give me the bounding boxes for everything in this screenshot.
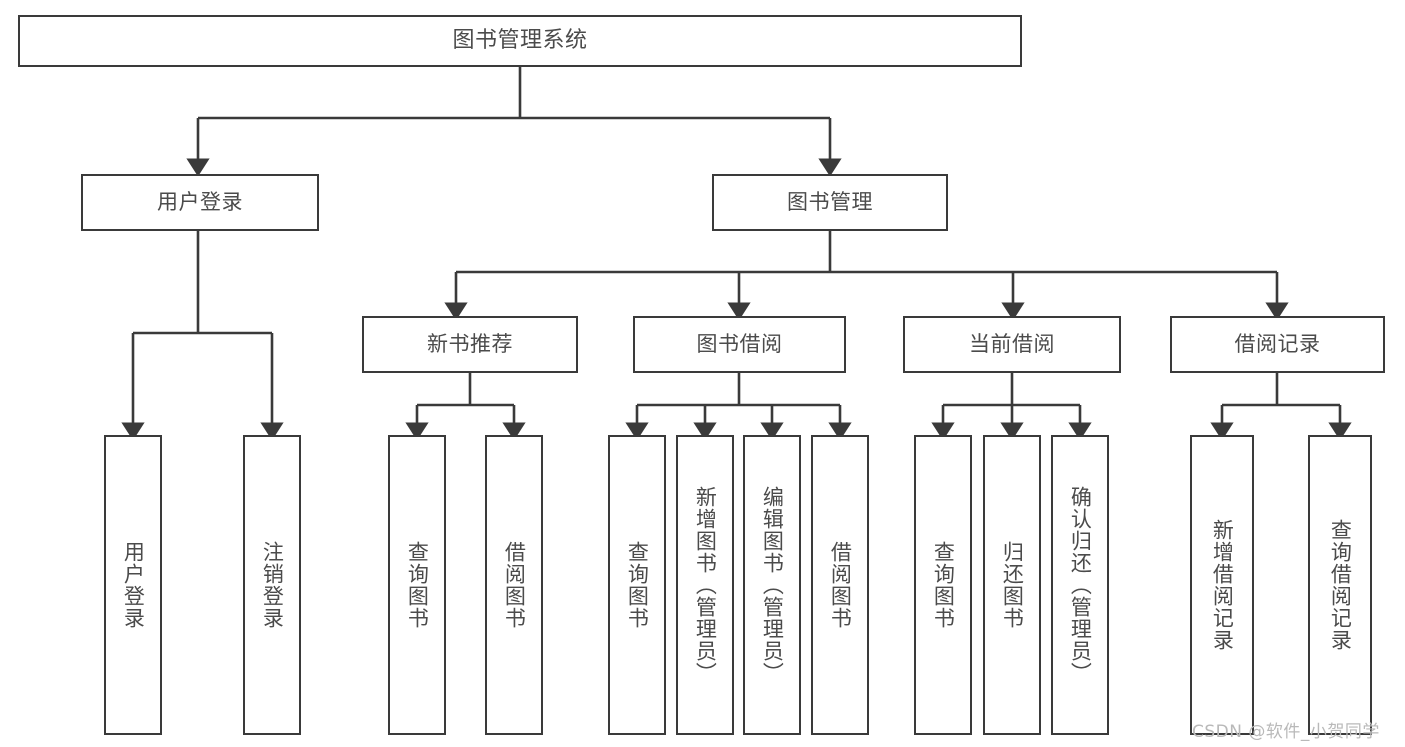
node-label: 用户登录 (121, 541, 146, 629)
node-label: 借阅图书 (828, 541, 853, 629)
node-label: 注销登录 (260, 541, 285, 629)
node-label: 借阅记录 (1234, 332, 1321, 357)
leaf-current-return-book[interactable]: 归还图书 (983, 435, 1041, 735)
node-label: 查询图书 (625, 541, 650, 629)
node-label: 编辑图书（管理员） (760, 486, 785, 684)
leaf-user-login-logout[interactable]: 注销登录 (243, 435, 301, 735)
node-label: 当前借阅 (969, 332, 1055, 357)
node-label: 查询图书 (931, 541, 956, 629)
node-label: 图书管理系统 (452, 28, 588, 54)
node-label: 新增图书（管理员） (693, 486, 718, 684)
node-label: 查询借阅记录 (1328, 519, 1353, 651)
leaf-borrow-edit-book-admin[interactable]: 编辑图书（管理员） (743, 435, 801, 735)
leaf-borrow-add-book-admin[interactable]: 新增图书（管理员） (676, 435, 734, 735)
node-label: 新增借阅记录 (1210, 519, 1235, 651)
leaf-recommend-borrow-book[interactable]: 借阅图书 (485, 435, 543, 735)
node-root-book-management-system[interactable]: 图书管理系统 (18, 15, 1022, 67)
leaf-borrow-query-book[interactable]: 查询图书 (608, 435, 666, 735)
leaf-current-query-book[interactable]: 查询图书 (914, 435, 972, 735)
node-book-management[interactable]: 图书管理 (712, 174, 948, 231)
node-current-borrow[interactable]: 当前借阅 (903, 316, 1121, 373)
node-label: 用户登录 (157, 190, 243, 215)
node-label: 确认归还（管理员） (1068, 486, 1093, 684)
leaf-recommend-query-book[interactable]: 查询图书 (388, 435, 446, 735)
node-label: 借阅图书 (502, 541, 527, 629)
node-label: 图书管理 (787, 190, 873, 215)
leaf-user-login-login[interactable]: 用户登录 (104, 435, 162, 735)
node-label: 图书借阅 (696, 332, 783, 357)
node-book-borrow[interactable]: 图书借阅 (633, 316, 846, 373)
leaf-borrow-borrow-book[interactable]: 借阅图书 (811, 435, 869, 735)
node-borrow-record[interactable]: 借阅记录 (1170, 316, 1385, 373)
node-label: 新书推荐 (427, 332, 513, 357)
node-user-login[interactable]: 用户登录 (81, 174, 319, 231)
node-new-book-recommend[interactable]: 新书推荐 (362, 316, 578, 373)
leaf-current-confirm-return-admin[interactable]: 确认归还（管理员） (1051, 435, 1109, 735)
csdn-watermark: CSDN @软件_小贺同学 (1192, 722, 1380, 742)
leaf-record-add-borrow-record[interactable]: 新增借阅记录 (1190, 435, 1254, 735)
leaf-record-query-borrow-record[interactable]: 查询借阅记录 (1308, 435, 1372, 735)
node-label: 归还图书 (1000, 541, 1025, 629)
node-label: 查询图书 (405, 541, 430, 629)
